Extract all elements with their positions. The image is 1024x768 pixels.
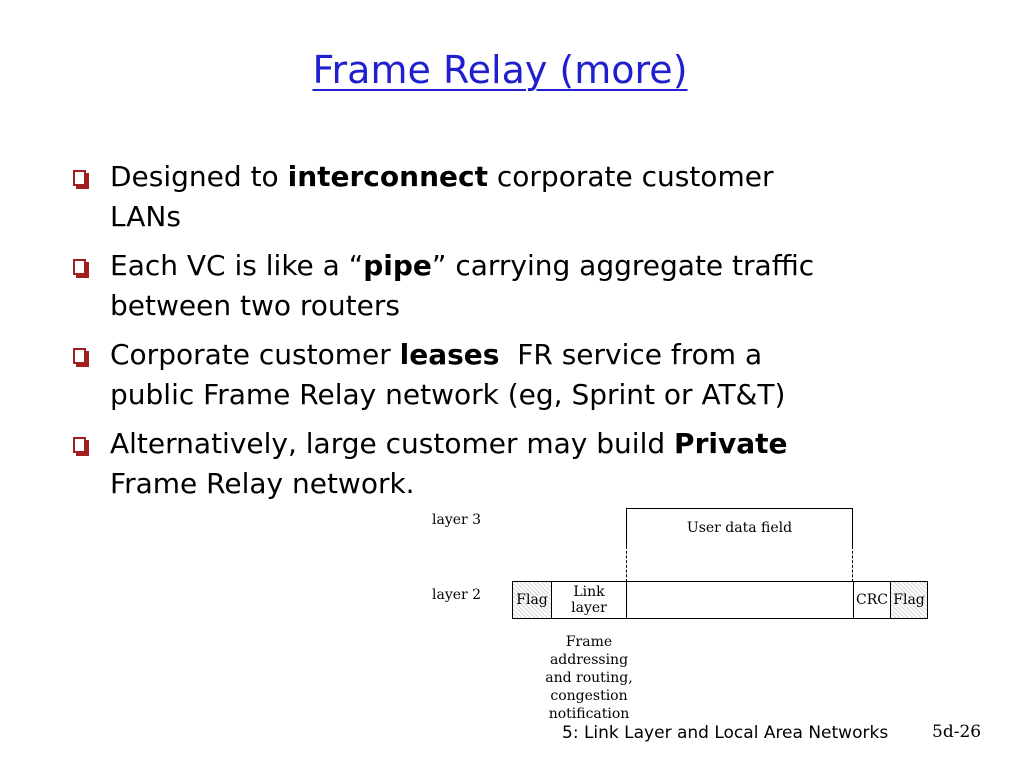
- link-layer-note: Frame addressing and routing, congestion…: [545, 634, 633, 722]
- footer-course-title: 5: Link Layer and Local Area Networks: [562, 723, 889, 743]
- square-bullet-icon: [73, 437, 86, 453]
- square-bullet-icon: [73, 259, 86, 275]
- bullet-line: Each VC is like a “pipe” carrying aggreg…: [110, 249, 815, 282]
- bullet-line: Alternatively, large customer may build …: [110, 427, 788, 460]
- dashed-connector-left: [626, 546, 627, 582]
- square-bullet-icon: [73, 170, 86, 186]
- bullet-item: Corporate customer leases FR service fro…: [70, 335, 930, 415]
- layer2-label: layer 2: [432, 587, 482, 603]
- slide-title: Frame Relay (more): [312, 48, 688, 92]
- layer3-label: layer 3: [432, 512, 482, 528]
- bullet-item: Designed to interconnect corporate custo…: [70, 157, 930, 237]
- bullet-line: Corporate customer leases FR service fro…: [110, 338, 763, 371]
- bullet-line: Frame Relay network.: [110, 467, 415, 500]
- flag-left-cell: Flag: [512, 581, 552, 619]
- square-bullet-icon: [73, 348, 86, 364]
- bullet-item: Each VC is like a “pipe” carrying aggreg…: [70, 246, 930, 326]
- link-layer-cell: Link layer: [551, 581, 627, 619]
- bullet-line: Designed to interconnect corporate custo…: [110, 160, 774, 193]
- bullet-line: LANs: [110, 200, 181, 233]
- flag-right-cell: Flag: [890, 581, 928, 619]
- crc-cell: CRC: [853, 581, 891, 619]
- bullet-list: Designed to interconnect corporate custo…: [70, 157, 930, 513]
- bullet-line: public Frame Relay network (eg, Sprint o…: [110, 378, 786, 411]
- user-data-field-box: User data field: [626, 508, 853, 546]
- bullet-line: between two routers: [110, 289, 400, 322]
- dashed-connector-right: [852, 546, 853, 582]
- slide-number: 5d-26: [932, 722, 982, 742]
- payload-cell: [626, 581, 854, 619]
- bullet-item: Alternatively, large customer may build …: [70, 424, 930, 504]
- frame-format-diagram: layer 3 layer 2 User data field Flag Lin…: [420, 500, 940, 730]
